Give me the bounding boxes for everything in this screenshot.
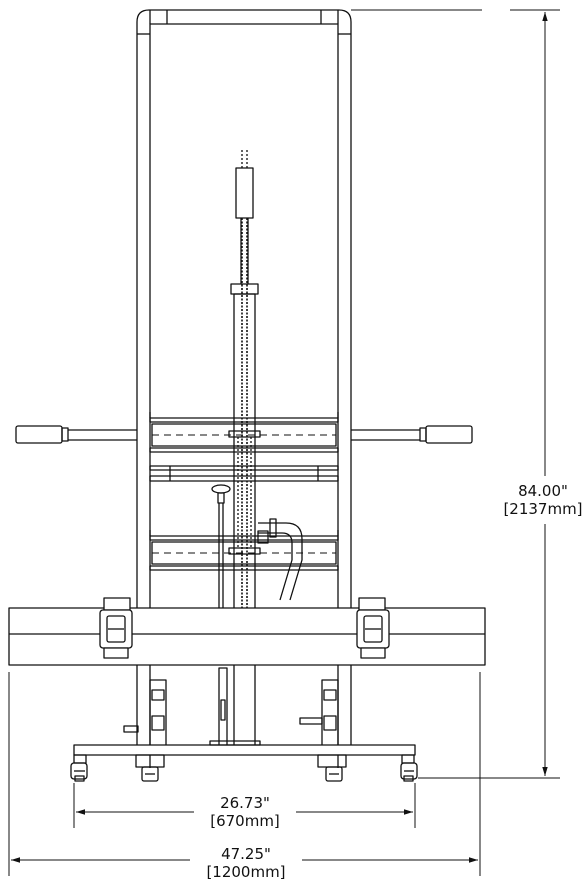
- mast-frame: [136, 9, 352, 608]
- lower-mast: [136, 665, 352, 747]
- height-dimension: [351, 9, 560, 779]
- height-mm-label: [2137mm]: [503, 500, 583, 518]
- left-platform-clamp: [99, 597, 133, 659]
- right-platform-clamp: [356, 597, 390, 659]
- overall-width-inch-label: 47.25": [221, 845, 271, 863]
- right-lower-bracket: [299, 679, 339, 747]
- right-outer-caster: [400, 754, 418, 782]
- base-width-mm-label: [670mm]: [210, 812, 280, 830]
- height-inch-label: 84.00": [518, 482, 568, 500]
- overall-width-mm-label: [1200mm]: [206, 863, 286, 881]
- left-outer-caster: [70, 754, 88, 782]
- right-inner-caster: [317, 754, 347, 782]
- base-width-dimension-label: 26.73" [670mm]: [194, 794, 296, 830]
- base-width-inch-label: 26.73": [220, 794, 270, 812]
- height-dimension-label: 84.00" [2137mm]: [496, 482, 588, 518]
- left-handle-bar: [15, 425, 137, 444]
- lift-chain: [241, 150, 248, 610]
- release-valve: [211, 484, 231, 608]
- left-lower-bracket: [123, 679, 167, 747]
- lift-platform: [8, 607, 486, 666]
- overall-width-dimension-label: 47.25" [1200mm]: [190, 845, 302, 882]
- hydraulic-hose: [257, 518, 303, 601]
- base-frame: [73, 740, 416, 768]
- carriage-cross-tubes: [149, 412, 339, 571]
- right-handle-bar: [351, 425, 473, 444]
- left-inner-caster: [135, 754, 165, 782]
